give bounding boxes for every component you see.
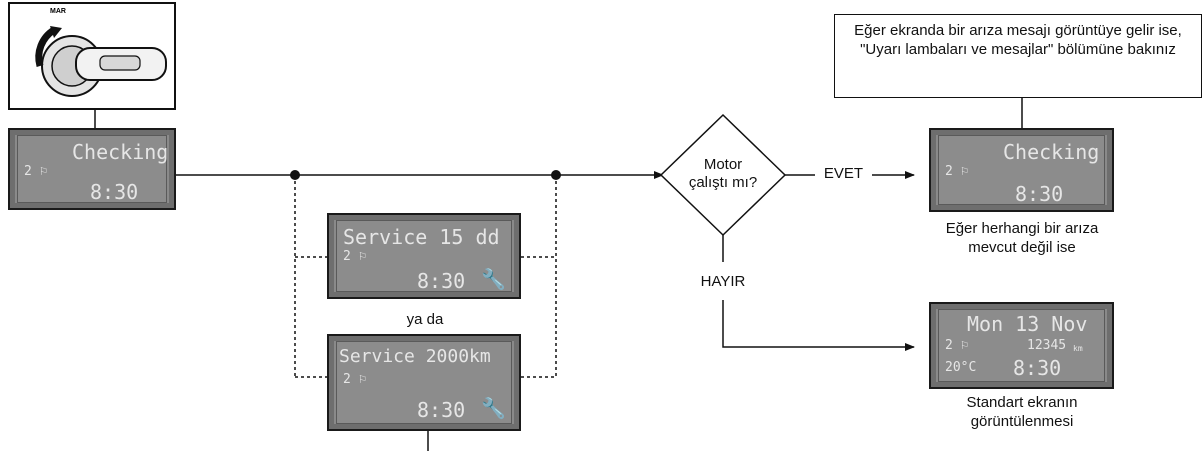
display-checking-ok-line2: 2 ⚐ — [945, 164, 969, 179]
display-service-km-time: 8:30 — [417, 398, 466, 422]
no-label: HAYIR — [700, 273, 746, 290]
display-checking-line2: 2 ⚐ — [24, 164, 48, 179]
display-standard-time: 8:30 — [1013, 356, 1062, 380]
no-fault-line1: Eğer herhangi bir arıza — [945, 220, 1099, 237]
display-standard-temp: 20°C — [945, 360, 977, 375]
fault-message-note: Eğer ekranda bir arıza mesajı görüntüye … — [834, 14, 1202, 98]
display-standard-line2: 2 ⚐ — [945, 338, 969, 353]
no-fault-line2: mevcut değil ise — [968, 239, 1076, 256]
display-service-days: Service 15 dd 2 ⚐ 8:30 🔧 — [327, 213, 521, 299]
display-checking-ok-time: 8:30 — [1015, 182, 1064, 206]
no-arrow — [722, 300, 915, 351]
display-standard: Mon 13 Nov 2 ⚐ 12345 km 20°C 8:30 — [929, 302, 1114, 389]
key-position-label: MAR — [50, 8, 66, 15]
display-standard-odometer: 12345 — [1027, 338, 1067, 353]
ignition-key-picture: MAR — [8, 2, 176, 110]
display-checking-line1: Checking — [72, 140, 169, 164]
decision-text: Motor çalıştı mı? — [675, 156, 771, 192]
standard-line1: Standart ekranın — [966, 394, 1078, 411]
display-service-days-line1: Service 15 dd — [343, 225, 500, 249]
or-label: ya da — [406, 311, 444, 328]
service-dotted-branches — [294, 175, 557, 378]
display-service-km: Service 2000km 2 ⚐ 8:30 🔧 — [327, 334, 521, 431]
display-service-days-line2: 2 ⚐ — [343, 249, 367, 264]
display-service-km-line2: 2 ⚐ — [343, 372, 367, 387]
key-drawing — [35, 26, 167, 97]
standard-line2: görüntülenmesi — [970, 413, 1074, 430]
display-standard-odometer-unit: km — [1073, 344, 1083, 353]
display-checking-ok-line1: Checking — [1003, 140, 1100, 164]
display-checking-ok: Checking 2 ⚐ 8:30 — [929, 128, 1114, 212]
display-service-km-line1: Service 2000km — [339, 346, 491, 367]
wrench-icon: 🔧 — [481, 396, 506, 420]
yes-label: EVET — [823, 165, 864, 182]
no-fault-caption: Eğer herhangi bir arıza mevcut değil ise — [910, 219, 1134, 257]
display-service-days-time: 8:30 — [417, 269, 466, 293]
standard-caption: Standart ekranın görüntülenmesi — [910, 393, 1134, 431]
display-checking-time: 8:30 — [90, 180, 139, 204]
display-standard-line1: Mon 13 Nov — [967, 312, 1088, 336]
decision-line1: Motor — [703, 156, 743, 173]
display-checking: Checking 2 ⚐ 8:30 — [8, 128, 176, 210]
decision-line2: çalıştı mı? — [688, 174, 758, 191]
wrench-icon: 🔧 — [481, 267, 506, 291]
